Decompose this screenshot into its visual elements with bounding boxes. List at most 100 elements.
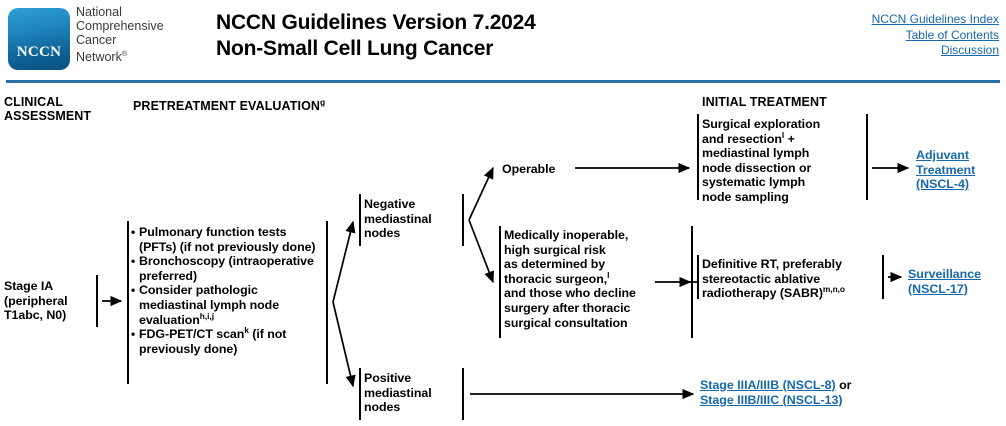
divider-negative-nodes-left: [359, 194, 361, 246]
divider-stage-ia-right: [96, 275, 98, 327]
registered-mark: ®: [121, 50, 128, 58]
link-adjuvant-line2[interactable]: Treatment: [916, 162, 976, 177]
divider-inoperable-right: [691, 226, 693, 338]
outcome-stage-iii[interactable]: Stage IIIA/IIIB (NSCL-8) or Stage IIIB/I…: [700, 378, 1000, 407]
node-surgical-line1: Surgical exploration: [702, 117, 821, 131]
node-negative-line1: Negative: [364, 197, 416, 211]
node-definitive-rt: Definitive RT, preferably stereotactic a…: [702, 257, 878, 301]
footnote-marker-k: k: [244, 325, 249, 336]
node-surgical-line4: node dissection or: [702, 160, 812, 175]
nccn-logo: NCCN: [8, 8, 70, 70]
node-inoperable-line1: Medically inoperable,: [504, 228, 629, 242]
node-surgical-line3: mediastinal lymph: [702, 146, 810, 161]
list-item: Consider pathologic mediastinal lymph no…: [131, 283, 323, 327]
node-inoperable-line7: surgical consultation: [504, 315, 628, 330]
node-negative-mediastinal-nodes: Negative mediastinal nodes: [364, 197, 458, 241]
divider-inoperable-left: [499, 226, 501, 338]
divider-surgical-left: [697, 114, 699, 200]
divider-positive-nodes-left: [359, 368, 361, 420]
list-item: Bronchoscopy (intraoperative preferred): [131, 254, 323, 283]
brand-line-3: Cancer: [76, 33, 117, 48]
link-discussion[interactable]: Discussion: [940, 43, 999, 57]
nccn-logo-text: NCCN: [16, 44, 62, 60]
link-surveillance-line2[interactable]: (NSCL-17): [908, 281, 968, 296]
node-medically-inoperable: Medically inoperable, high surgical risk…: [504, 228, 688, 330]
node-stage-ia-line1: Stage IA: [4, 279, 54, 293]
brand-line-2: Comprehensive: [76, 19, 164, 34]
link-adjuvant-line1[interactable]: Adjuvant: [916, 148, 970, 162]
header-divider: [6, 80, 1000, 83]
node-surgical-line6: node sampling: [702, 189, 789, 204]
node-negative-line2: mediastinal: [364, 211, 432, 226]
list-item-text-tail: (if not previously done): [139, 327, 287, 356]
footnote-marker-l-surg: l: [781, 129, 785, 140]
node-inoperable-line5: and those who decline: [504, 286, 636, 301]
page-title-line2: Non-Small Cell Lung Cancer: [216, 37, 494, 60]
outcome-surveillance[interactable]: Surveillance (NSCL-17): [908, 267, 1006, 296]
node-positive-line2: mediastinal: [364, 385, 432, 400]
arrow-pretreatment-to-positive: [332, 301, 356, 388]
node-stage-ia-line3: T1abc, N0): [4, 308, 67, 323]
node-rt-line2: stereotactic ablative: [702, 271, 821, 286]
node-surgical-line2: and resectionl +: [702, 129, 795, 146]
divider-negative-nodes-right: [462, 194, 464, 246]
divider-positive-nodes-right: [462, 368, 464, 420]
node-inoperable-line4: thoracic surgeon,l: [504, 269, 610, 286]
pretreatment-bullet-list: Pulmonary function tests (PFTs) (if not …: [131, 224, 323, 356]
page-title: NCCN Guidelines Version 7.2024 Non-Small…: [216, 10, 536, 62]
node-positive-line3: nodes: [364, 400, 401, 415]
link-guidelines-index[interactable]: NCCN Guidelines Index: [871, 12, 999, 26]
link-stage-iiia-iiib[interactable]: Stage IIIA/IIIB (NSCL-8): [700, 378, 836, 392]
header-links: NCCN Guidelines Index Table of Contents …: [872, 12, 999, 59]
outcome-stage-iii-or: or: [835, 378, 852, 392]
node-positive-mediastinal-nodes: Positive mediastinal nodes: [364, 371, 458, 415]
brand-line-1: National: [76, 5, 122, 19]
list-item: Pulmonary function tests (PFTs) (if not …: [131, 224, 323, 254]
node-operable: Operable: [502, 162, 556, 176]
link-stage-iiib-iiic[interactable]: Stage IIIB/IIIC (NSCL-13): [700, 392, 843, 407]
footnote-marker-g: g: [320, 97, 326, 107]
outcome-stage-iii-line2: Stage IIIB/IIIC (NSCL-13): [700, 393, 1000, 408]
list-item: FDG-PET/CT scank (if not previously done…: [131, 325, 323, 356]
outcome-stage-iii-line1: Stage IIIA/IIIB (NSCL-8) or: [700, 378, 1000, 393]
link-surveillance-line1[interactable]: Surveillance: [908, 267, 982, 281]
list-item-text: Consider pathologic mediastinal lymph no…: [139, 283, 280, 327]
column-header-clinical-line2: ASSESSMENT: [4, 108, 92, 123]
list-item-text: FDG-PET/CT scan: [139, 327, 245, 342]
outcome-adjuvant-treatment[interactable]: Adjuvant Treatment (NSCL-4): [916, 148, 1006, 192]
page-title-line1: NCCN Guidelines Version 7.2024: [216, 11, 536, 34]
divider-surgical-right: [866, 114, 868, 200]
node-surgical-line5: systematic lymph: [702, 175, 806, 190]
node-stage-ia-line2: (peripheral: [4, 293, 68, 308]
column-header-clinical-line1: CLINICAL: [4, 95, 64, 109]
brand-line-4-text: Network: [76, 49, 122, 64]
arrow-pretreatment-to-negative: [332, 220, 356, 303]
node-stage-ia: Stage IA (peripheral T1abc, N0): [4, 279, 92, 323]
divider-pretreatment-left: [127, 221, 129, 384]
footnote-marker-l-inop: l: [607, 269, 610, 280]
node-inoperable-line6: surgery after thoracic: [504, 300, 631, 315]
link-adjuvant-line3[interactable]: (NSCL-4): [916, 177, 969, 192]
node-pretreatment-evaluation: Pulmonary function tests (PFTs) (if not …: [131, 224, 323, 356]
arrow-negative-to-inoperable: [468, 219, 494, 284]
nccn-brand-wordmark: National Comprehensive Cancer Network®: [76, 5, 164, 64]
node-positive-line1: Positive: [364, 371, 412, 385]
column-header-pretreatment-text: PRETREATMENT EVALUATION: [133, 99, 321, 114]
divider-rt-left: [697, 255, 699, 299]
node-surgical-exploration: Surgical exploration and resectionl + me…: [702, 117, 862, 205]
column-header-initial-treatment: INITIAL TREATMENT: [702, 95, 827, 109]
footnote-marker-mno: m,n,o: [822, 284, 845, 295]
column-header-pretreatment-evaluation: PRETREATMENT EVALUATIONg: [133, 96, 325, 114]
divider-pretreatment-right: [326, 221, 328, 384]
node-rt-line3: radiotherapy (SABR)m,n,o: [702, 284, 845, 301]
column-header-clinical-assessment: CLINICAL ASSESSMENT: [4, 95, 92, 123]
node-rt-line1: Definitive RT, preferably: [702, 257, 842, 271]
footnote-marker-hij: h,i,j: [199, 310, 214, 321]
node-negative-line3: nodes: [364, 226, 401, 241]
divider-rt-right: [882, 255, 884, 299]
link-table-of-contents[interactable]: Table of Contents: [905, 27, 999, 42]
node-inoperable-line3: as determined by: [504, 257, 606, 272]
node-inoperable-line2: high surgical risk: [504, 242, 606, 257]
brand-line-4: Network®: [76, 48, 164, 64]
